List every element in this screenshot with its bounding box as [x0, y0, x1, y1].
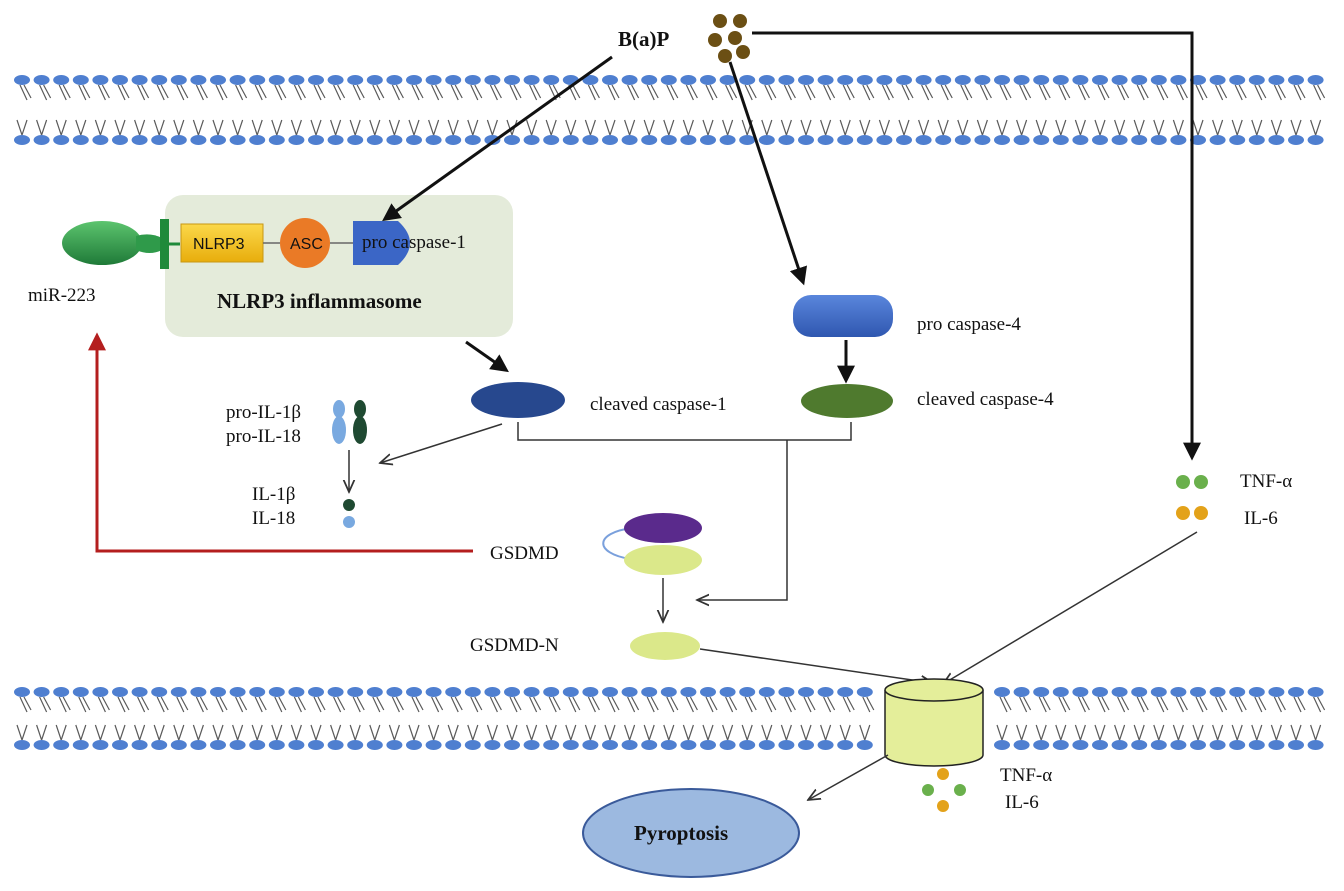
pro-il1b-label: pro-IL-1β [226, 402, 301, 423]
pyroptosis-ellipse [582, 788, 800, 878]
il6-dots-top [1176, 506, 1208, 520]
inflammasome-box [165, 195, 513, 337]
tnf-top-label: TNF-α [1240, 471, 1292, 492]
nlrp3-box [180, 223, 264, 263]
cell-membrane-bottom [14, 687, 1326, 750]
gsdmd-pore [884, 678, 984, 767]
arrow-bap-to-cytokines [752, 31, 1201, 461]
gsdmd-linker [602, 527, 633, 560]
pro-caspase4-label: pro caspase-4 [917, 314, 1021, 335]
released-cytokines [922, 768, 966, 812]
arrow-bap-to-caspase1 [382, 55, 613, 222]
pro-caspase4-shape [793, 295, 893, 337]
pro-il18-molecule [353, 400, 367, 444]
gsdmd-n-shape [630, 632, 700, 660]
mir223-label: miR-223 [28, 285, 96, 306]
arrow-gsdmd-to-mir223 [88, 332, 473, 553]
il6-bottom-label: IL-6 [1005, 792, 1039, 813]
arrow-inflammasome-to-cleaved1 [465, 340, 509, 373]
il6-top-label: IL-6 [1244, 508, 1278, 529]
tnf-dots-top [1176, 475, 1208, 489]
arrow-cytokines-to-pore [943, 531, 1198, 684]
cleaved-caspase1-label: cleaved caspase-1 [590, 394, 727, 415]
arrow-bap-to-caspase4 [728, 61, 808, 286]
nlrp3-label: NLRP3 [193, 236, 245, 253]
asc-label: ASC [290, 236, 323, 253]
cleaved-caspase1-shape [471, 382, 565, 418]
arrow-pore-to-pyroptosis [808, 754, 889, 800]
mir223-molecule [62, 221, 162, 265]
il18-dot [343, 516, 355, 528]
arrow-cleaved1-to-pro-il [380, 423, 503, 463]
arrow-bracket-to-gsdmd [697, 440, 788, 600]
il18-label: IL-18 [252, 508, 295, 529]
cleaved-caspase4-shape [801, 384, 893, 418]
pro-il1b-molecule [332, 400, 346, 444]
inflammasome-label: NLRP3 inflammasome [217, 289, 422, 313]
pyroptosis-label: Pyroptosis [634, 821, 728, 845]
il1b-dot [343, 499, 355, 511]
bap-label: B(a)P [618, 27, 669, 51]
bap-particles [708, 14, 750, 63]
gsdmd-top-shape [624, 513, 702, 543]
gsdmd-bottom-shape [624, 545, 702, 575]
tnf-bottom-label: TNF-α [1000, 765, 1052, 786]
gsdmd-n-label: GSDMD-N [470, 635, 559, 656]
pro-caspase1-shape [353, 221, 410, 265]
cleaved-caspase4-label: cleaved caspase-4 [917, 389, 1054, 410]
caspase-bracket [517, 422, 852, 441]
asc-circle [280, 218, 330, 268]
gsdmd-label: GSDMD [490, 543, 559, 564]
pro-il18-label: pro-IL-18 [226, 426, 301, 447]
il1b-label: IL-1β [252, 484, 295, 505]
cell-membrane-top [14, 75, 1326, 145]
pro-caspase1-label: pro caspase-1 [362, 232, 466, 253]
arrow-gsdmd-n-to-pore [699, 648, 933, 683]
